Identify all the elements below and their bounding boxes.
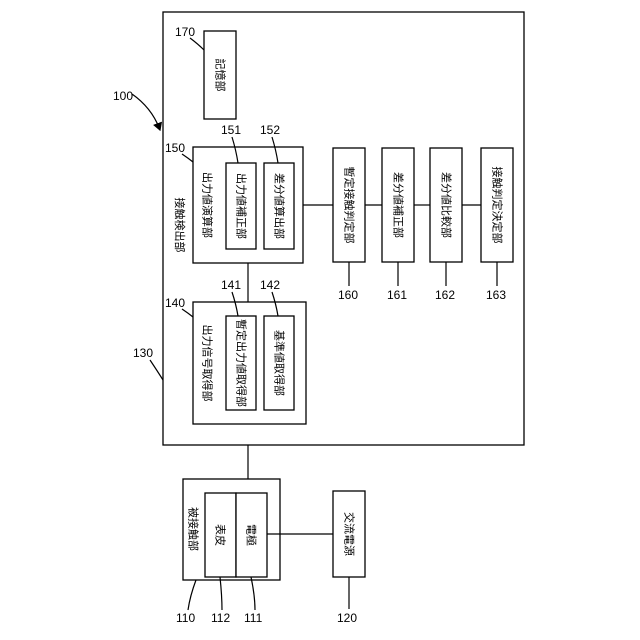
contact-decision-label: 接触判定決定部 [491, 167, 505, 244]
surface-label: 表皮 [214, 524, 228, 546]
ref-162: 162 [435, 288, 455, 302]
memory-label: 記憶部 [214, 59, 228, 92]
ref-130: 130 [133, 346, 153, 360]
ref-111: 111 [244, 611, 263, 625]
ref-140: 140 [165, 296, 185, 310]
tentative-output-label: 暫定出力値取得部 [235, 319, 249, 407]
diff-correction-label: 差分値補正部 [392, 172, 406, 238]
ref-130-leader [150, 360, 163, 380]
ac-power-label: 交流電源 [343, 512, 357, 556]
ref-110: 110 [176, 611, 195, 625]
diff-calc-label: 差分値算出部 [273, 173, 287, 239]
ref-141: 141 [221, 278, 241, 292]
ref-151: 151 [221, 123, 241, 137]
ref-112: 112 [211, 611, 230, 625]
ref-163: 163 [486, 288, 506, 302]
ref-110-leader [188, 580, 196, 610]
ref-120: 120 [337, 611, 357, 625]
ref-170: 170 [175, 25, 195, 39]
reference-acquire-label: 基準値取得部 [273, 330, 287, 396]
ref-142: 142 [260, 278, 280, 292]
ref-100-arrow [132, 94, 160, 130]
contacted-part-label: 被接触部 [187, 507, 201, 551]
ref-150: 150 [165, 141, 185, 155]
ref-152: 152 [260, 123, 280, 137]
ref-112-leader [220, 577, 222, 610]
ref-100: 100 [113, 89, 133, 103]
output-calc-label: 出力値演算部 [201, 172, 215, 238]
contact-detector-label: 接触検出部 [173, 198, 187, 253]
tentative-judge-label: 暫定接触判定部 [343, 167, 357, 244]
electrode-label: 電極 [245, 524, 259, 546]
ref-111-leader [251, 577, 255, 610]
ref-161: 161 [387, 288, 407, 302]
signal-acquire-label: 出力信号取得部 [201, 325, 215, 402]
ref-160: 160 [338, 288, 358, 302]
output-correction-label: 出力値補正部 [235, 173, 249, 239]
diff-compare-label: 差分値比較部 [440, 172, 454, 238]
